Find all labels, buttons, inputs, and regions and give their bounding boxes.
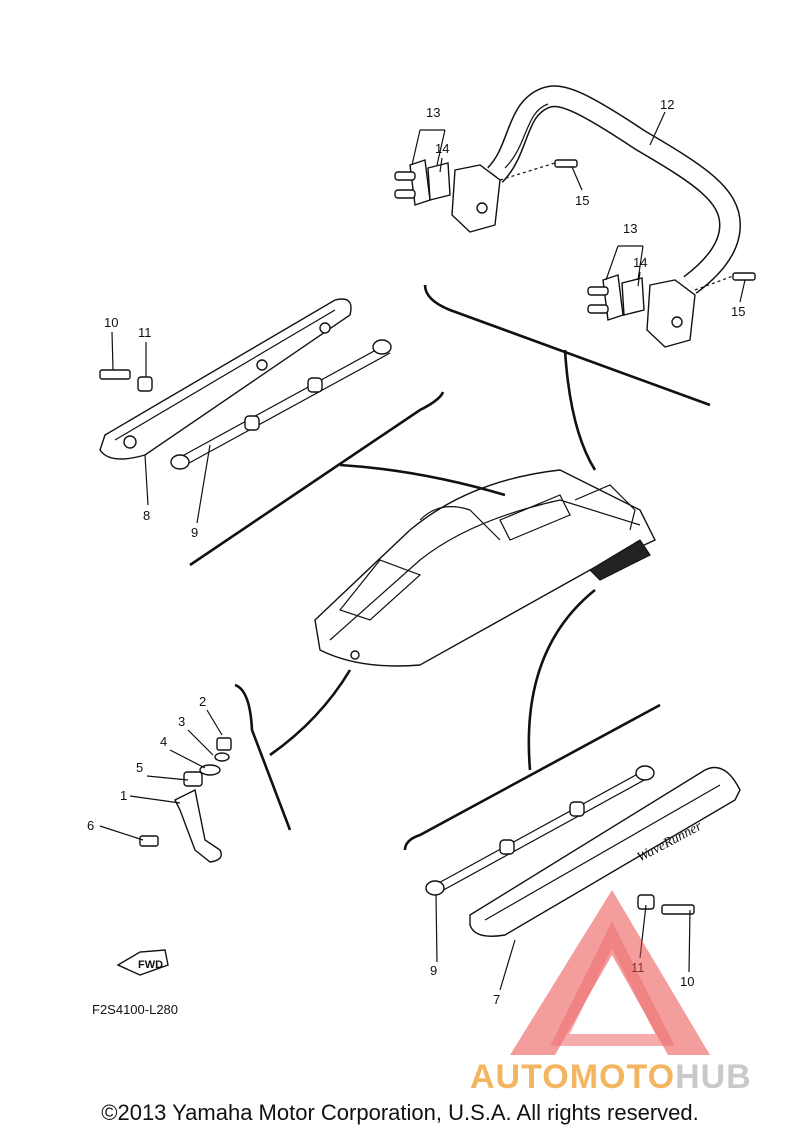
side-rail-assembly-right: WaveRunner <box>403 703 741 937</box>
callout-13-top: 13 <box>426 105 440 120</box>
callout-15-bottom: 15 <box>731 304 745 319</box>
callout-14-top: 14 <box>435 141 449 156</box>
tow-hook-assembly: FWD <box>116 683 292 976</box>
callout-3: 3 <box>178 714 185 729</box>
grab-handle-assembly <box>394 85 756 407</box>
callout-9-left: 9 <box>191 525 198 540</box>
callout-11-left: 11 <box>138 325 152 340</box>
callout-10-left: 10 <box>104 315 118 330</box>
watermark-text: AUTOMOTOHUB <box>470 1058 752 1096</box>
callout-9-right: 9 <box>430 963 437 978</box>
callout-arrows <box>269 349 597 771</box>
callout-labels: 1 2 3 4 5 6 7 8 9 9 10 10 11 11 12 13 13… <box>87 97 745 1017</box>
callout-8: 8 <box>143 508 150 523</box>
callout-2: 2 <box>199 694 206 709</box>
callout-10-right: 10 <box>680 974 694 989</box>
callout-6: 6 <box>87 818 94 833</box>
callout-15-top: 15 <box>575 193 589 208</box>
callout-5: 5 <box>136 760 143 775</box>
copyright-notice: ©2013 Yamaha Motor Corporation, U.S.A. A… <box>101 1100 699 1125</box>
callout-12: 12 <box>660 97 674 112</box>
leader-lines <box>99 111 746 991</box>
watermark-logo-mark <box>510 890 710 1055</box>
diagram-code: F2S4100-L280 <box>92 1002 178 1017</box>
callout-4: 4 <box>160 734 167 749</box>
callout-13-bottom: 13 <box>623 221 637 236</box>
watercraft-hull <box>314 469 656 667</box>
callout-1: 1 <box>120 788 127 803</box>
fwd-label: FWD <box>138 959 163 971</box>
callout-7: 7 <box>493 992 500 1007</box>
side-rail-assembly-left <box>99 298 445 567</box>
